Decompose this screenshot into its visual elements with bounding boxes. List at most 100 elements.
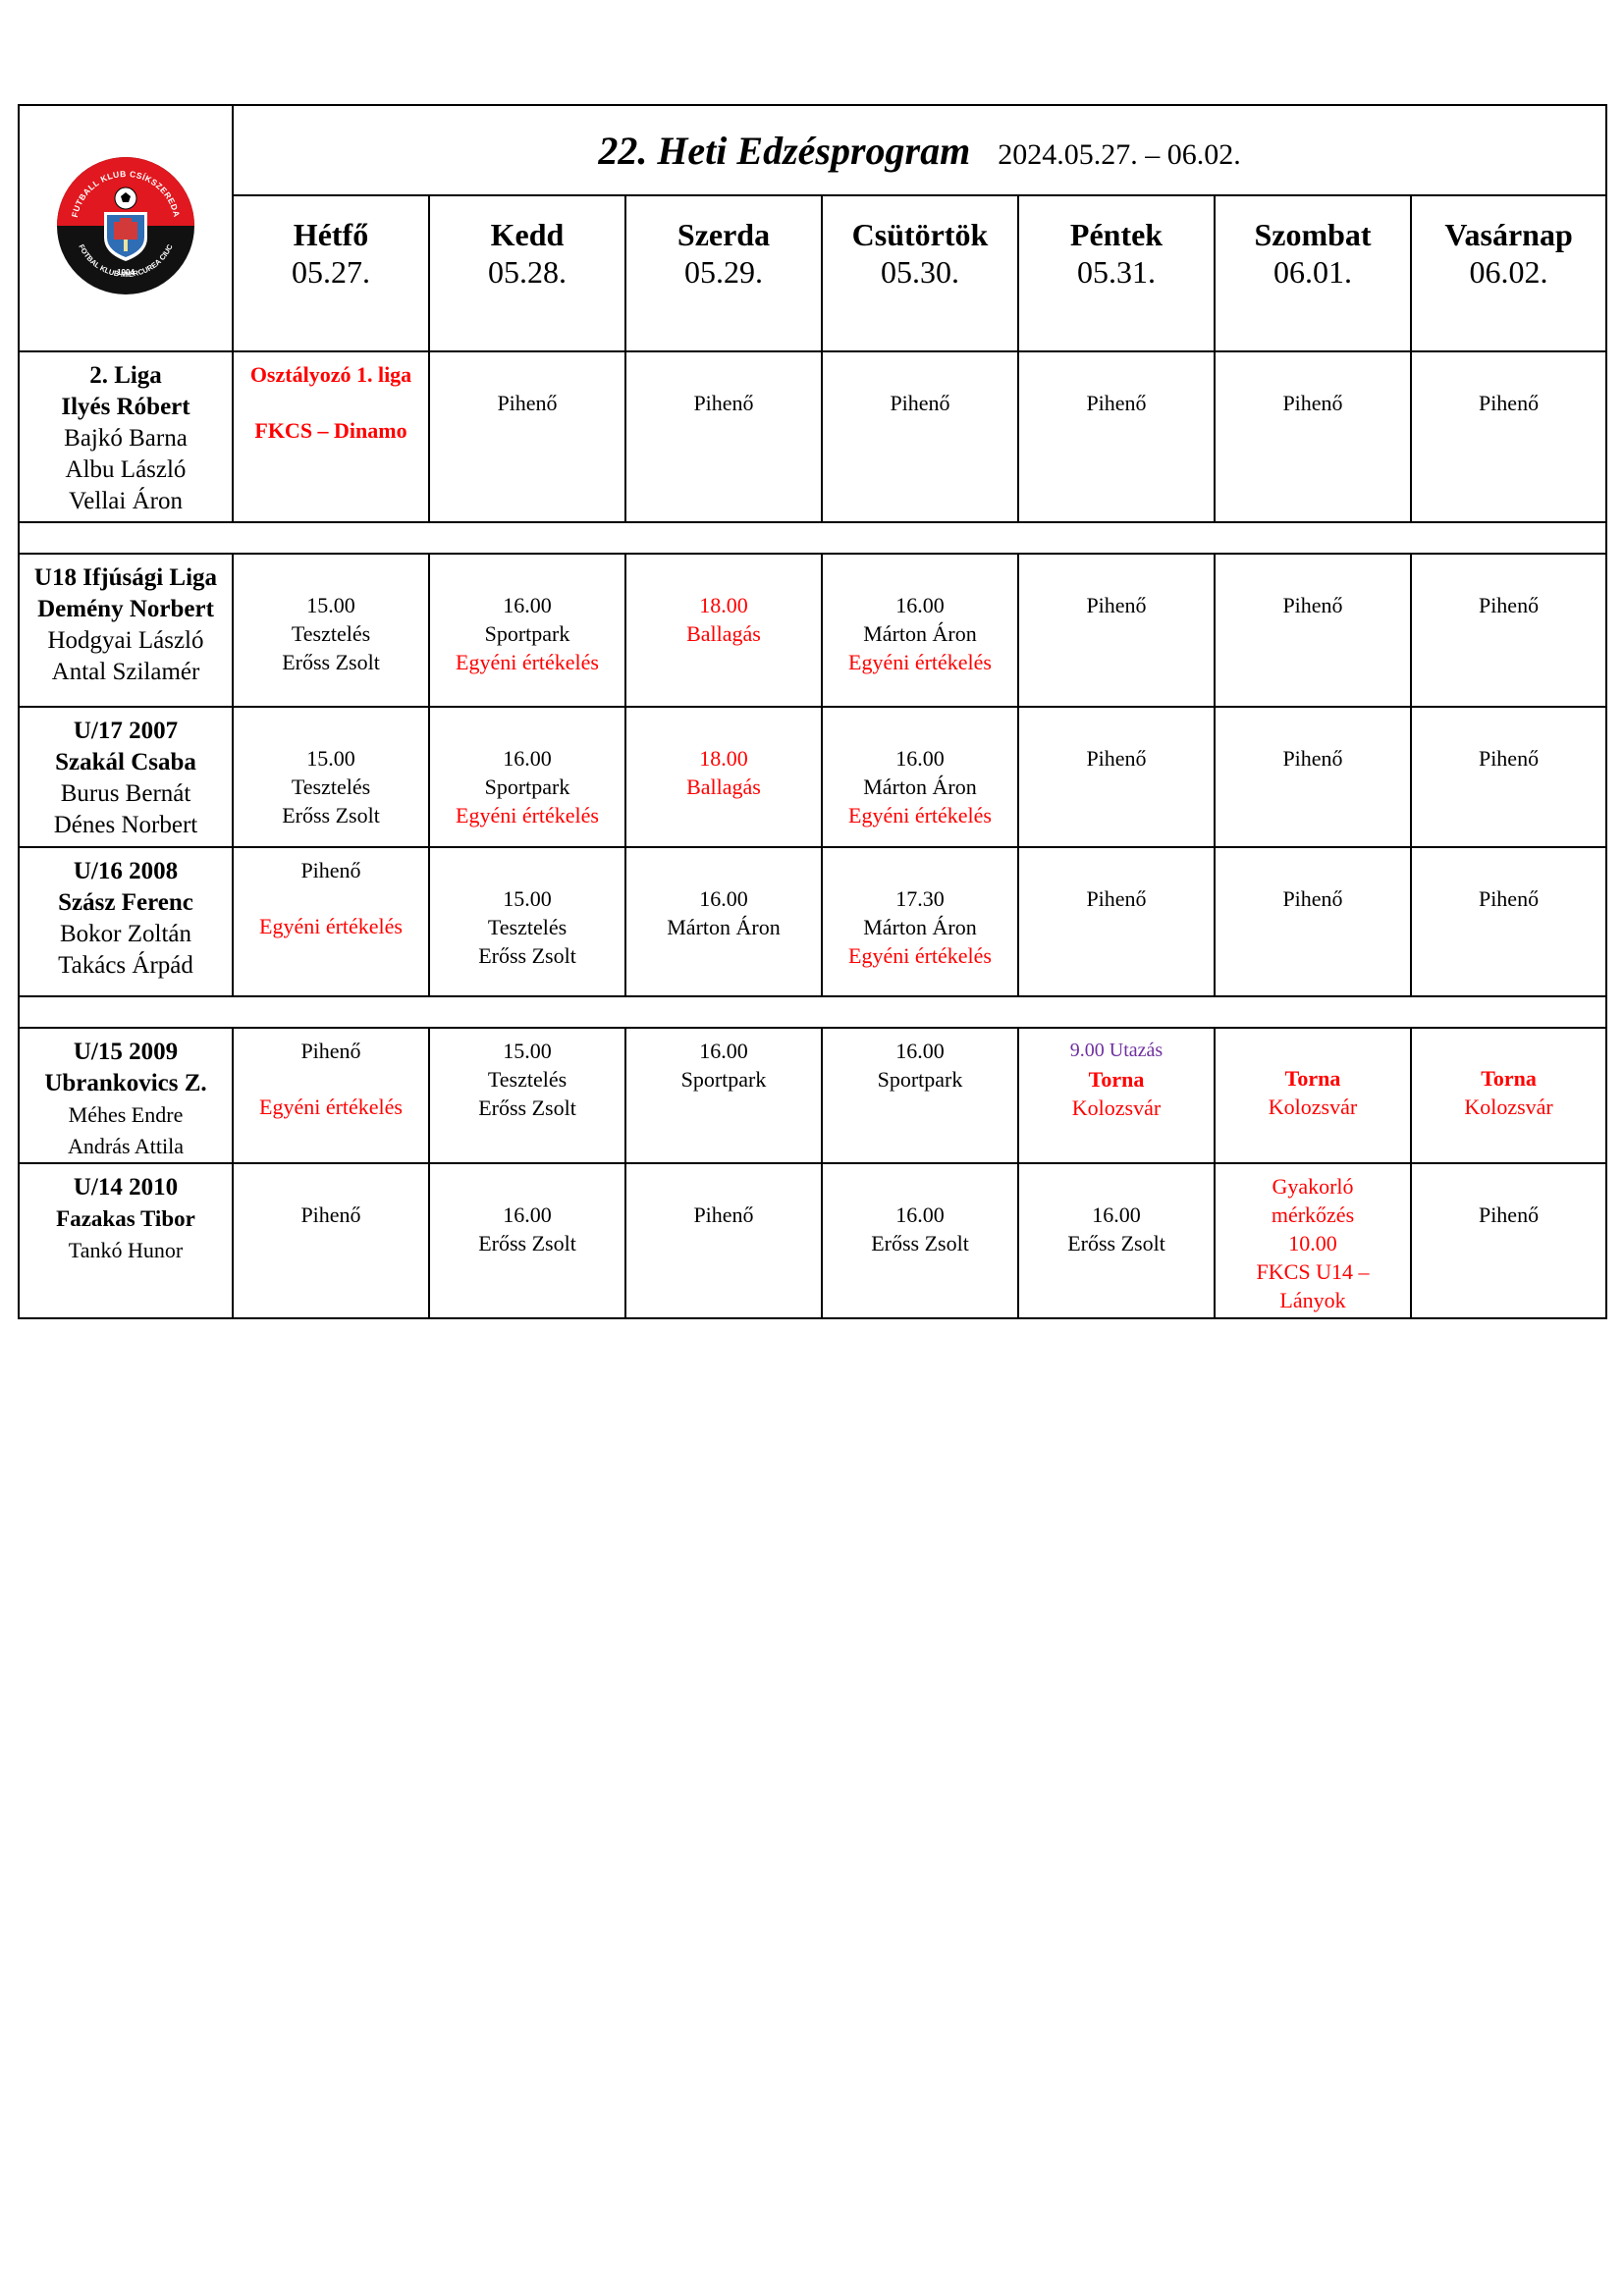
cell-line: 16.00 — [895, 593, 945, 617]
cell-line: Egyéni értékelés — [259, 1095, 403, 1119]
cell-line: 18.00 — [699, 746, 748, 771]
day-name: Szombat — [1254, 217, 1372, 252]
cell-line: Pihenő — [693, 391, 754, 415]
cell-line: Erőss Zsolt — [478, 943, 576, 968]
cell-line: Tesztelés — [487, 1067, 568, 1092]
cell-line: Márton Áron — [667, 915, 781, 939]
cell-line: Kolozsvár — [1464, 1095, 1553, 1119]
cell-line: Pihenő — [1086, 593, 1147, 617]
day-date: 05.27. — [292, 254, 370, 290]
cell-line: Egyéni értékelés — [456, 803, 599, 828]
page-title: 22. Heti Edzésprogram — [598, 128, 971, 173]
cell-line: Pihenő — [1282, 886, 1343, 911]
cell-line: Erőss Zsolt — [282, 803, 380, 828]
title-row: FUTBALL KLUB CSÍKSZEREDA FOTBAL KLUB MIE… — [18, 104, 1608, 352]
schedule-cell: Pihenő — [1409, 553, 1608, 708]
coach-name: Vellai Áron — [69, 488, 183, 514]
cell-line: Pihenő — [1282, 593, 1343, 617]
cell-line: 15.00 — [503, 1039, 552, 1063]
title-cell: 22. Heti Edzésprogram 2024.05.27. – 06.0… — [231, 104, 1608, 196]
cell-line: Torna — [1088, 1067, 1145, 1092]
cell-line: 15.00 — [306, 746, 355, 771]
cell-line: Pihenő — [1086, 746, 1147, 771]
cell-line: Egyéni értékelés — [259, 914, 403, 938]
cell-line: Torna — [1481, 1066, 1537, 1091]
cell-line: Pihenő — [1478, 593, 1540, 617]
cell-line: Pihenő — [1282, 391, 1343, 415]
schedule-cell: Pihenő — [821, 350, 1019, 523]
schedule-cell: Pihenő — [624, 350, 823, 523]
cell-line: Márton Áron — [863, 621, 977, 646]
cell-line: Torna — [1284, 1066, 1341, 1091]
coach-name: Bokor Zoltán — [59, 921, 191, 947]
cell-line: Sportpark — [877, 1067, 963, 1092]
coach-name: András Attila — [68, 1134, 184, 1158]
coach-name: Hodgyai László — [47, 627, 204, 654]
day-date: 05.31. — [1077, 254, 1156, 290]
cell-line: Egyéni értékelés — [848, 650, 992, 674]
coach-name: Méhes Endre — [68, 1102, 184, 1127]
cell-line: Erőss Zsolt — [282, 650, 380, 674]
cell-line: 16.00 — [503, 593, 552, 617]
schedule-cell: Pihenő — [1409, 350, 1608, 523]
cell-line: Pihenő — [1478, 1202, 1540, 1227]
cell-line: Pihenő — [1478, 746, 1540, 771]
cell-line: Pihenő — [693, 1202, 754, 1227]
spacer-cell — [17, 521, 1608, 555]
day-date: 05.30. — [881, 254, 959, 290]
cell-line: 16.00 — [699, 886, 748, 911]
day-date: 06.02. — [1469, 254, 1548, 290]
cell-line: mérkőzés — [1271, 1202, 1355, 1227]
cell-line: Pihenő — [300, 858, 361, 882]
coach-name: Ubrankovics Z. — [44, 1070, 207, 1096]
spacer-row — [17, 521, 1608, 555]
schedule-cell: Pihenő — [1017, 350, 1216, 523]
cell-line: 16.00 — [699, 1039, 748, 1063]
cell-line: Márton Áron — [863, 915, 977, 939]
coach-name: Tankó Hunor — [68, 1238, 184, 1262]
coach-name: Albu László — [65, 456, 187, 483]
team-name: U/16 2008 — [73, 858, 179, 884]
cell-line: Pihenő — [497, 391, 558, 415]
cell-line: Sportpark — [680, 1067, 767, 1092]
cell-line: Erőss Zsolt — [871, 1231, 969, 1255]
cell-line: Pihenő — [1282, 746, 1343, 771]
logo-year: 1904 — [117, 268, 135, 277]
football-icon — [114, 187, 137, 210]
schedule-cell: Pihenő — [1017, 553, 1216, 708]
day-name: Vasárnap — [1444, 217, 1573, 252]
schedule-cell: Pihenő — [1214, 350, 1412, 523]
cell-line: 16.00 — [895, 746, 945, 771]
team-name: U/15 2009 — [73, 1039, 179, 1065]
schedule-cell: Pihenő — [232, 1162, 430, 1319]
cell-line: 17.30 — [895, 886, 945, 911]
cell-line: FKCS U14 – — [1256, 1259, 1370, 1284]
cell-line: 16.00 — [503, 746, 552, 771]
coach-name: Bajkó Barna — [64, 425, 188, 452]
logo-shield — [104, 212, 147, 261]
coach-name: Szász Ferenc — [58, 889, 193, 916]
coach-name: Demény Norbert — [37, 596, 214, 622]
training-schedule-table: FUTBALL KLUB CSÍKSZEREDA FOTBAL KLUB MIE… — [17, 104, 1608, 1319]
